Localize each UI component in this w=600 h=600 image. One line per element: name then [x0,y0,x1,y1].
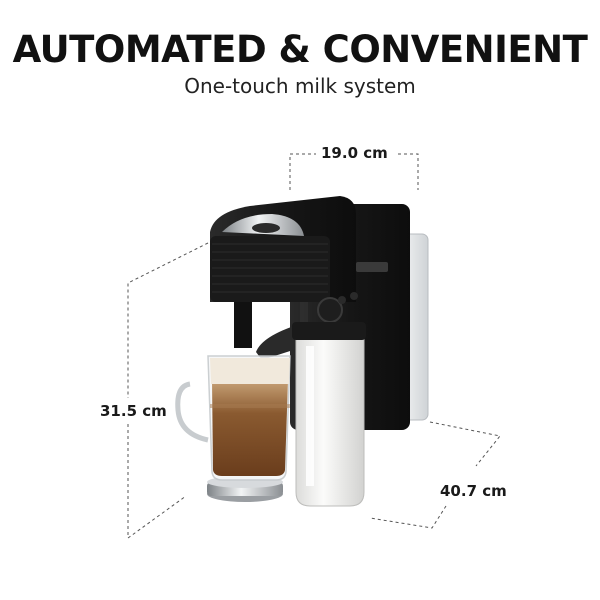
page-title: AUTOMATED & CONVENIENT [12,28,588,71]
latte-glass [175,355,291,481]
machine-body [210,196,410,430]
depth-dimension-line [369,421,501,529]
milk-jug [292,322,366,507]
depth-dimension-label: 40.7 cm [440,482,507,500]
width-dimension-label: 19.0 cm [321,144,388,162]
width-dimension-line [289,153,419,190]
height-dimension-line [127,242,209,539]
height-dimension-label: 31.5 cm [100,402,167,420]
page-subtitle: One-touch milk system [184,74,416,98]
